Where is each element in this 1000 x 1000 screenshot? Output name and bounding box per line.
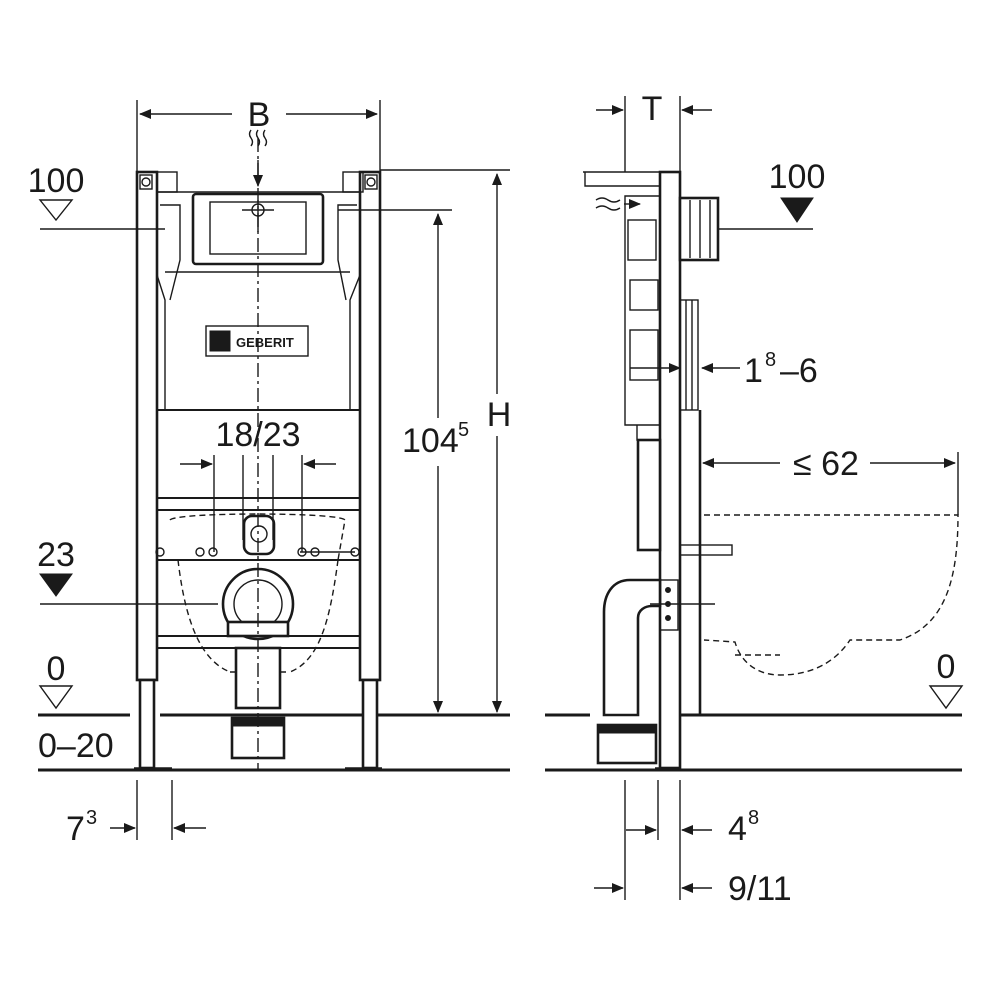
flush-level-front-label: 100 xyxy=(28,162,85,200)
wall-adjust-end: –6 xyxy=(780,352,818,390)
depth-label: T xyxy=(642,90,663,128)
side-view: T 100 1 8 –6 ≤ 62 0 4 8 9/11 xyxy=(545,90,964,908)
actuation-height-sup: 5 xyxy=(458,419,469,441)
pan-depth-label: ≤ 62 xyxy=(793,445,859,483)
brand-label: GEBERIT xyxy=(236,335,294,350)
bolts xyxy=(665,587,671,621)
floor-adjust-label: 0–20 xyxy=(38,727,114,765)
floor-level-front-label: 0 xyxy=(47,650,66,688)
wall-adjust-sup: 8 xyxy=(765,349,776,371)
frame-depth-label: 4 xyxy=(728,810,747,848)
foot-offset-label: 7 xyxy=(66,810,85,848)
install-depth-label: 9/11 xyxy=(728,870,792,908)
inlet-spacing-label: 18/23 xyxy=(215,416,300,454)
outlet-level-label: 23 xyxy=(37,536,75,574)
wall-adjust-label: 1 xyxy=(744,352,763,390)
floor-level-side-label: 0 xyxy=(937,648,956,686)
actuation-height-label: 104 xyxy=(402,422,459,460)
front-view: GEBERIT xyxy=(28,96,514,848)
frame-depth-sup: 8 xyxy=(748,807,759,829)
height-label: H xyxy=(487,396,512,434)
flush-level-side-label: 100 xyxy=(769,158,826,196)
foot-offset-sup: 3 xyxy=(86,807,97,829)
width-label: B xyxy=(248,96,271,134)
